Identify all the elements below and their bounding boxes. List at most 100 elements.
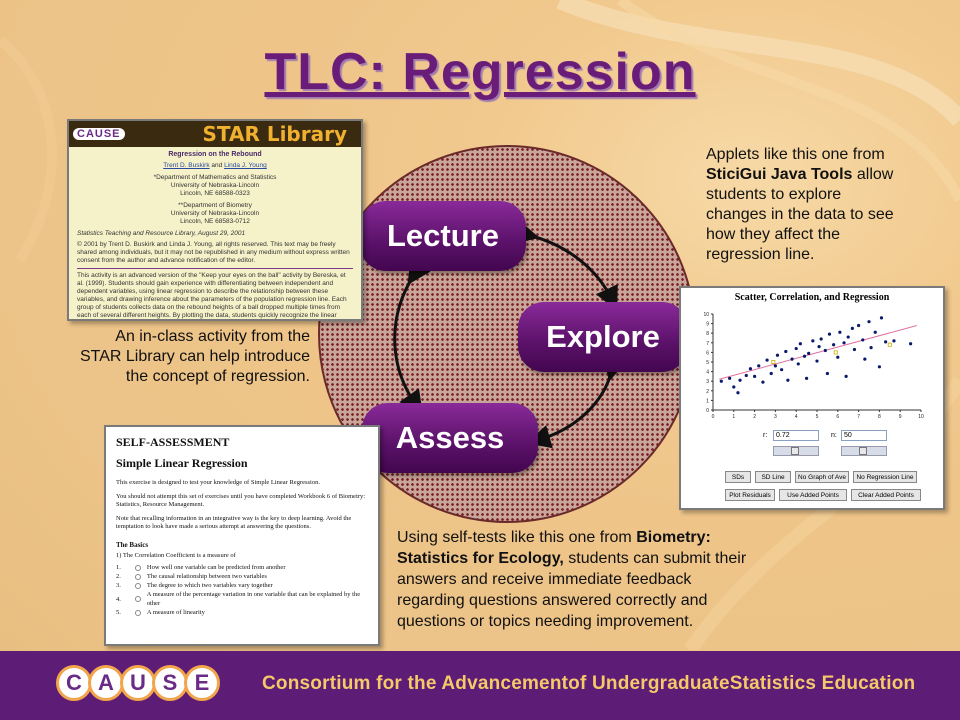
star-caption: An in-class activity from the STAR Libra… (18, 327, 310, 387)
y-tick-label: 4 (706, 370, 709, 376)
data-point (873, 330, 877, 334)
y-tick-label: 10 (703, 312, 709, 318)
caption-line: questions or topics needing improvement. (397, 613, 694, 630)
author-link[interactable]: Trent D. Buskirk (163, 162, 210, 169)
data-point (884, 340, 888, 344)
sa-option[interactable]: 5.A measure of linearity (116, 608, 368, 617)
data-point (827, 332, 832, 336)
y-tick-label: 3 (706, 379, 709, 385)
caption-line: An in-class activity from the (115, 328, 310, 345)
data-point (794, 346, 798, 351)
data-point (815, 359, 819, 363)
regression-line-button[interactable]: No Regression Line (853, 471, 917, 483)
y-tick-label: 6 (706, 350, 709, 356)
radio-button[interactable] (134, 573, 141, 580)
dept-2: **Department of Biometry University of N… (77, 202, 353, 226)
footer-text: Consortium for the Advancementof Undergr… (262, 673, 916, 694)
data-point (736, 391, 740, 395)
regression-line (719, 325, 917, 380)
radio-button[interactable] (134, 564, 141, 571)
caption-line: SticiGui Java Tools allow (706, 165, 946, 185)
data-point (846, 335, 850, 339)
data-point (877, 365, 881, 369)
cause-footer-logo: C A U S E (56, 665, 220, 701)
data-point (836, 355, 840, 359)
sa-section: The Basics (116, 541, 149, 549)
n-slider[interactable] (841, 446, 887, 456)
graph-of-averages-button[interactable]: No Graph of Ave (795, 471, 849, 483)
slider-thumb[interactable] (790, 447, 799, 455)
sds-button[interactable]: SDs (725, 471, 751, 483)
r-label: r: (763, 432, 768, 439)
data-point (761, 380, 765, 384)
data-point (852, 347, 857, 352)
author-link[interactable]: Linda J. Young (224, 162, 267, 169)
star-library-header: CAUSE STAR Library (69, 121, 361, 147)
y-tick-label: 5 (706, 360, 709, 366)
dept-line: University of Nebraska-Lincoln (170, 210, 260, 217)
data-point (780, 368, 784, 372)
sa-subheading: Simple Linear Regression (116, 456, 248, 470)
doc-body: This activity is an advanced version of … (77, 272, 347, 319)
caption-line: how they affect the (706, 226, 841, 243)
sa-paragraph: You should not attempt this set of exerc… (116, 493, 366, 508)
option-number: 3. (116, 582, 121, 589)
logo-letter: A (88, 665, 124, 701)
x-tick-label: 9 (899, 414, 902, 420)
added-point (771, 360, 776, 365)
caption-line: regression line. (706, 246, 815, 263)
n-field[interactable]: 50 (841, 430, 887, 441)
option-number: 5. (116, 609, 121, 616)
sd-line-button[interactable]: SD Line (755, 471, 791, 483)
sa-heading: SELF-ASSESSMENT (116, 435, 230, 449)
data-point (909, 342, 913, 346)
data-point (823, 348, 827, 353)
radio-button[interactable] (134, 596, 141, 602)
sa-option[interactable]: 2.The causal relationship between two va… (116, 572, 368, 581)
data-point (732, 385, 736, 389)
caption-line: Applets like this one from (706, 146, 885, 163)
plot-residuals-button[interactable]: Plot Residuals (725, 489, 775, 501)
option-number: 4. (116, 595, 121, 603)
star-library-brand: STAR Library (202, 122, 347, 146)
radio-button[interactable] (134, 582, 141, 589)
data-point (867, 320, 871, 324)
self-assessment-screenshot: SELF-ASSESSMENT Simple Linear Regression… (104, 425, 380, 646)
caption-fragment: Using self-tests like this one from (397, 529, 637, 546)
doc-title: Regression on the Rebound (168, 151, 262, 158)
use-added-points-button[interactable]: Use Added Points (779, 489, 847, 501)
sa-question: 1) The Correlation Coefficient is a meas… (116, 552, 236, 559)
dept-line: University of Nebraska-Lincoln (170, 182, 260, 189)
logo-letter: C (56, 665, 92, 701)
r-field[interactable]: 0.72 (773, 430, 819, 441)
data-point (802, 354, 807, 358)
applet-title: Scatter, Correlation, and Regression (734, 292, 890, 303)
caption-fragment: allow (852, 166, 894, 183)
dept-line: *Department of Mathematics and Statistic… (153, 174, 277, 181)
option-text: The degree to which two variables vary t… (146, 582, 273, 589)
sa-option[interactable]: 4. A measure of the percentage variation … (116, 590, 368, 608)
cause-logo: CAUSE (73, 128, 125, 140)
radio-button[interactable] (134, 609, 141, 616)
caption-line: students to explore (706, 186, 842, 203)
slider-thumb[interactable] (858, 447, 867, 455)
y-tick-label: 0 (706, 408, 709, 414)
y-tick-label: 1 (706, 398, 709, 404)
selftest-caption: Using self-tests like this one from Biom… (397, 527, 817, 632)
data-point (786, 378, 790, 382)
data-point (863, 357, 867, 361)
caption-emphasis: Statistics for Ecology, (397, 550, 564, 567)
footer-bar: C A U S E Consortium for the Advancement… (0, 651, 960, 720)
star-library-screenshot: CAUSE STAR Library Regression on the Reb… (67, 119, 363, 321)
option-text: A measure of the percentage variation in… (146, 591, 361, 607)
caption-emphasis: Biometry: (636, 529, 711, 546)
sa-option[interactable]: 3. The degree to which two variables vary… (116, 581, 368, 590)
r-slider[interactable] (773, 446, 819, 456)
sa-paragraph: Note that recalling information in an in… (116, 515, 352, 530)
clear-added-points-button[interactable]: Clear Added Points (851, 489, 921, 501)
added-point (833, 350, 838, 355)
caption-fragment: students can submit their (563, 550, 747, 567)
divider (77, 268, 353, 269)
sa-option[interactable]: 1.How well one variable can be predicted… (116, 563, 368, 572)
